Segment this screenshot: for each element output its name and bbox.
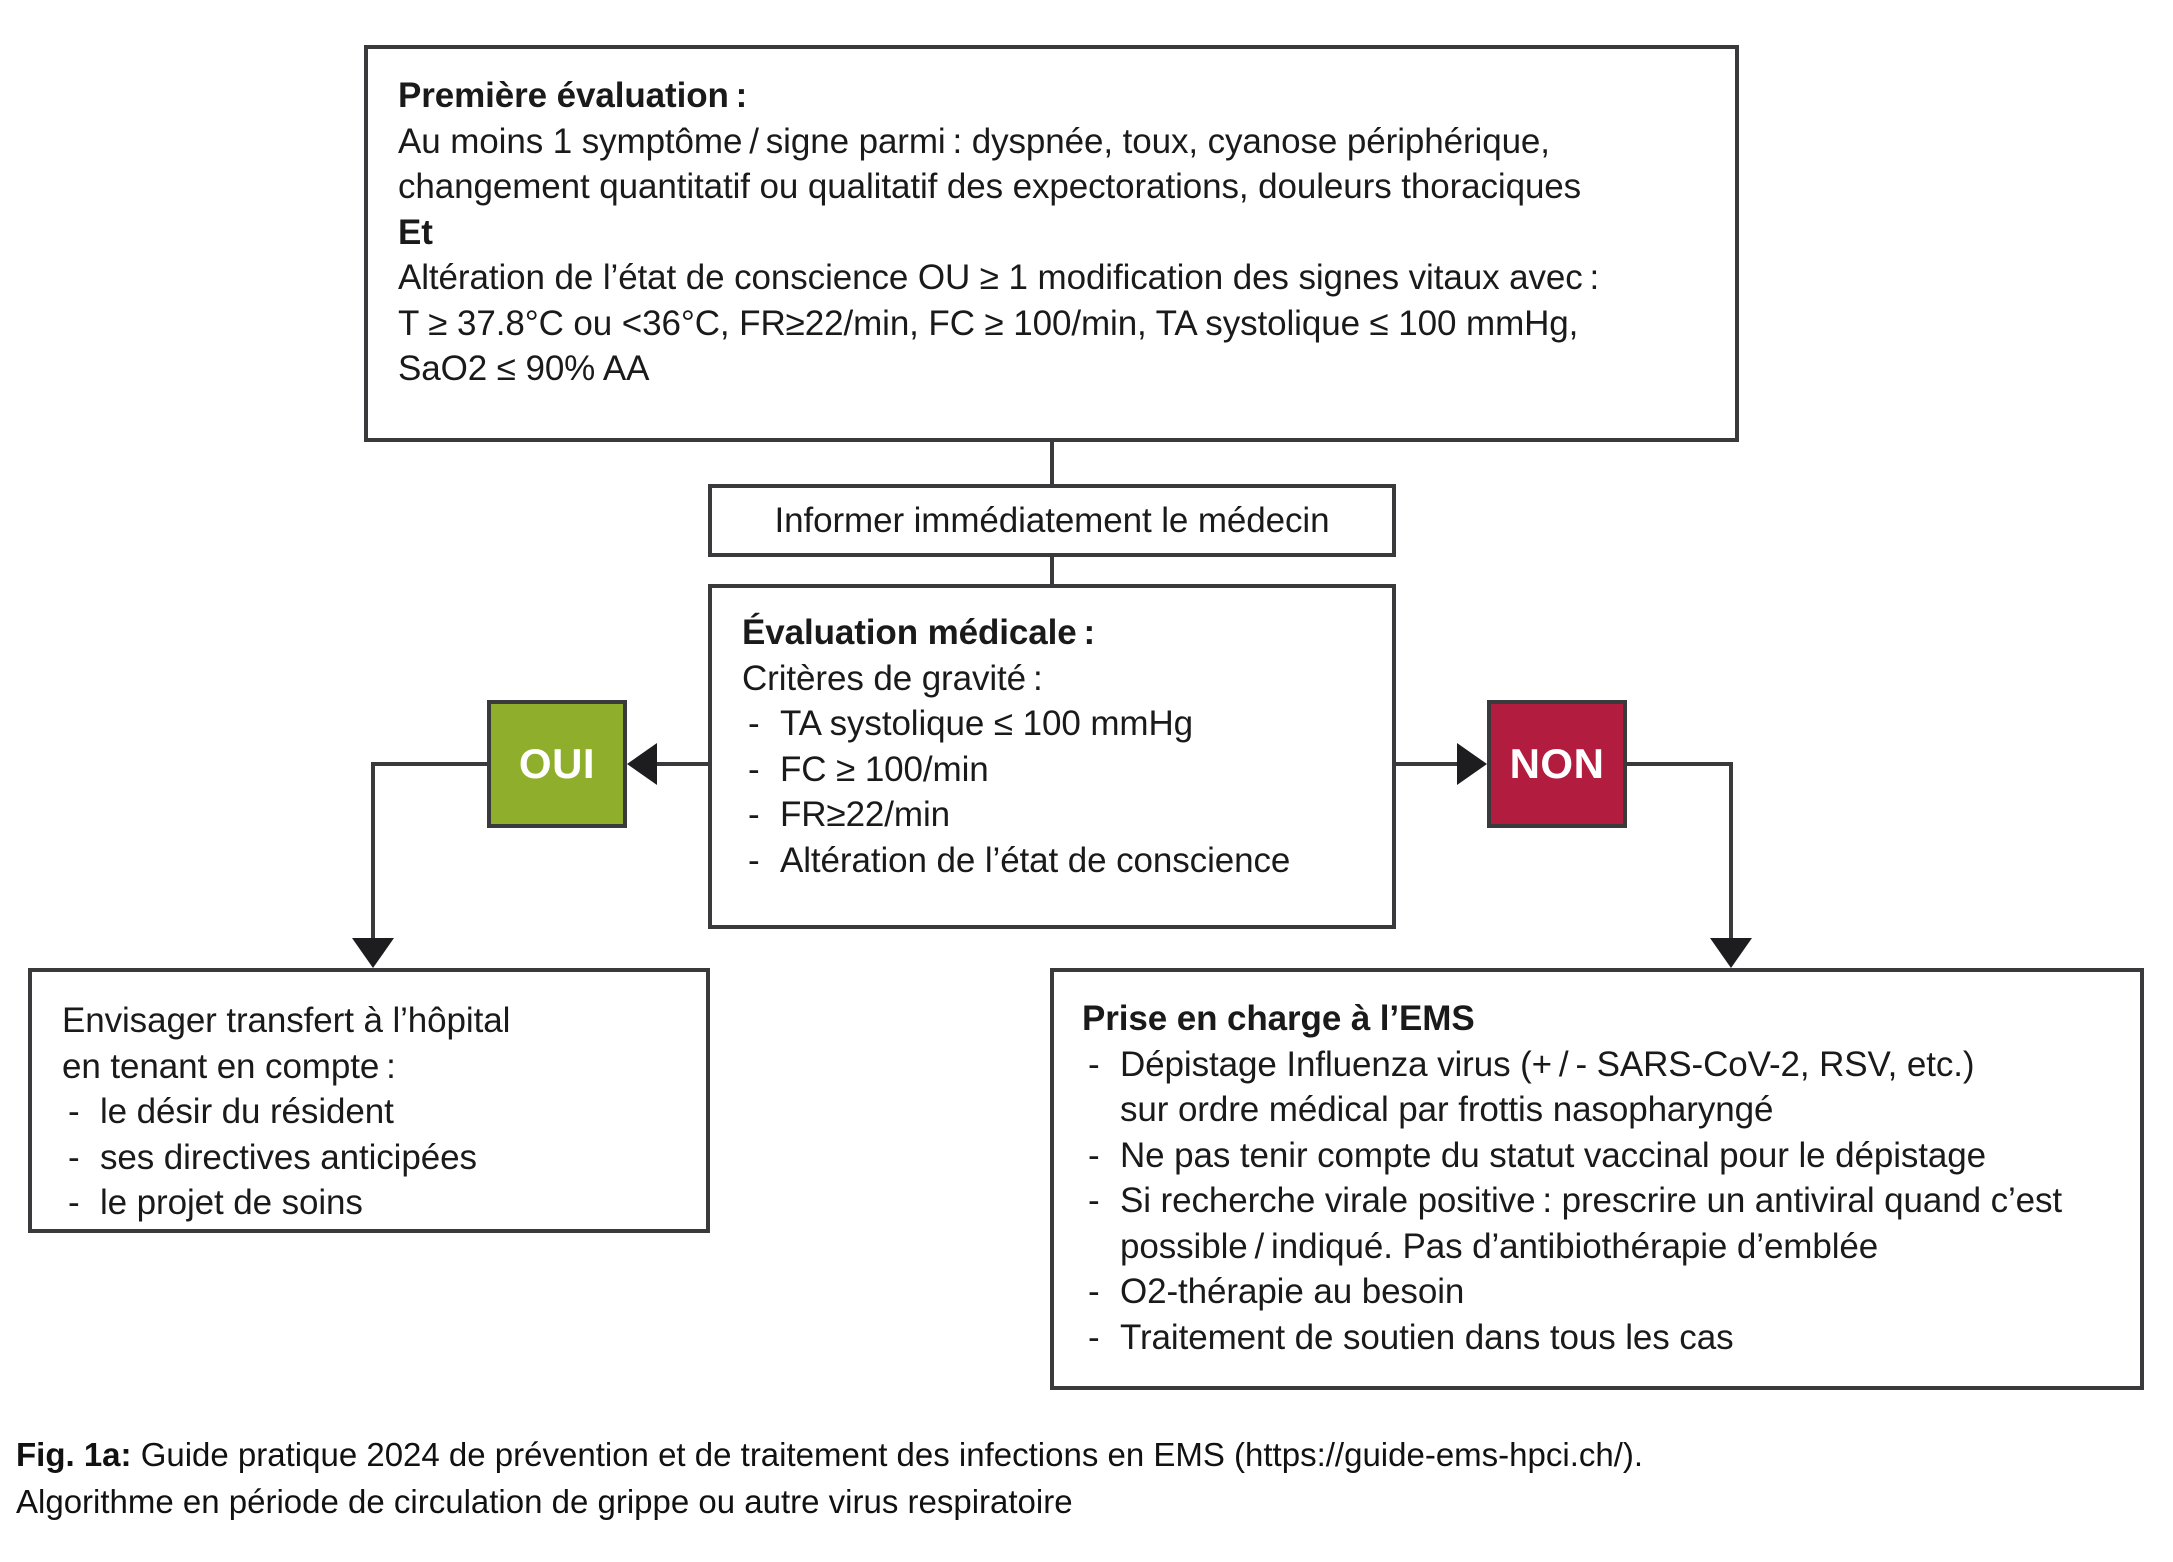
decision-chip-yes: OUI: [487, 700, 627, 828]
arrowhead-to-non: [1457, 743, 1487, 785]
node-ems-management: Prise en charge à l’EMS Dépistage Influe…: [1050, 968, 2144, 1390]
connector-medical-to-oui: [657, 762, 710, 766]
first-evaluation-title: Première évaluation :: [398, 76, 748, 115]
arrowhead-to-hospital: [352, 938, 394, 968]
connector-non-right: [1623, 762, 1733, 766]
list-item: Dépistage Influenza virus (+ / - SARS-Co…: [1082, 1042, 2112, 1133]
connector-oui-left: [371, 762, 491, 766]
figure-caption-text: Guide pratique 2024 de prévention et de …: [131, 1436, 1644, 1473]
criterion-item: TA systolique ≤ 100 mmHg: [742, 701, 1362, 747]
figure-label: Fig. 1a:: [16, 1436, 132, 1473]
inform-physician-label: Informer immédiatement le médecin: [774, 500, 1330, 540]
connector-non-down: [1729, 762, 1733, 938]
node-first-evaluation: Première évaluation : Au moins 1 symptôm…: [364, 45, 1739, 442]
first-evaluation-line-3: Altération de l’état de conscience OU ≥ …: [398, 258, 1600, 297]
first-evaluation-line-4: T ≥ 37.8°C ou <36°C, FR≥22/min, FC ≥ 100…: [398, 303, 1579, 343]
decision-no-label: NON: [1509, 740, 1605, 787]
hospital-transfer-line-1: Envisager transfert à l’hôpital: [62, 1001, 511, 1040]
medical-evaluation-title: Évaluation médicale :: [742, 613, 1096, 652]
ems-management-list: Dépistage Influenza virus (+ / - SARS-Co…: [1082, 1042, 2112, 1361]
list-item: le projet de soins: [62, 1180, 676, 1226]
medical-evaluation-criteria-list: TA systolique ≤ 100 mmHg FC ≥ 100/min FR…: [742, 701, 1362, 883]
arrowhead-to-oui: [627, 743, 657, 785]
node-inform-physician: Informer immédiatement le médecin: [708, 484, 1396, 557]
hospital-transfer-line-2: en tenant en compte :: [62, 1046, 396, 1086]
figure-caption-line-1: Fig. 1a: Guide pratique 2024 de préventi…: [16, 1432, 2156, 1479]
list-item: le désir du résident: [62, 1089, 676, 1135]
criterion-item: FR≥22/min: [742, 792, 1362, 838]
connector-inform-to-medical: [1050, 557, 1054, 584]
connector-first-to-inform: [1050, 442, 1054, 484]
hospital-transfer-list: le désir du résident ses directives anti…: [62, 1089, 676, 1226]
criterion-item: Altération de l’état de conscience: [742, 838, 1362, 884]
first-evaluation-line-5: SaO2 ≤ 90% AA: [398, 349, 650, 388]
list-item: Ne pas tenir compte du statut vaccinal p…: [1082, 1133, 2112, 1179]
list-item: O2-thérapie au besoin: [1082, 1269, 2112, 1315]
first-evaluation-line-2: changement quantitatif ou qualitatif des…: [398, 167, 1582, 206]
decision-chip-no: NON: [1487, 700, 1627, 828]
flowchart-canvas: Première évaluation : Au moins 1 symptôm…: [0, 0, 2173, 1430]
decision-yes-label: OUI: [518, 740, 596, 787]
list-item: ses directives anticipées: [62, 1135, 676, 1181]
list-item: Traitement de soutien dans tous les cas: [1082, 1315, 2112, 1361]
first-evaluation-connector: Et: [398, 212, 433, 252]
medical-evaluation-subtitle: Critères de gravité :: [742, 658, 1043, 698]
criterion-item: FC ≥ 100/min: [742, 747, 1362, 793]
connector-medical-to-non: [1396, 762, 1457, 766]
node-hospital-transfer: Envisager transfert à l’hôpital en tenan…: [28, 968, 710, 1233]
connector-oui-down: [371, 762, 375, 938]
ems-management-title: Prise en charge à l’EMS: [1082, 999, 1475, 1038]
first-evaluation-line-1: Au moins 1 symptôme / signe parmi : dysp…: [398, 121, 1550, 161]
list-item: Si recherche virale positive : prescrire…: [1082, 1178, 2112, 1269]
figure-caption: Fig. 1a: Guide pratique 2024 de préventi…: [16, 1432, 2156, 1526]
figure-caption-line-2: Algorithme en période de circulation de …: [16, 1482, 1073, 1520]
arrowhead-to-ems: [1710, 938, 1752, 968]
node-medical-evaluation: Évaluation médicale : Critères de gravit…: [708, 584, 1396, 929]
